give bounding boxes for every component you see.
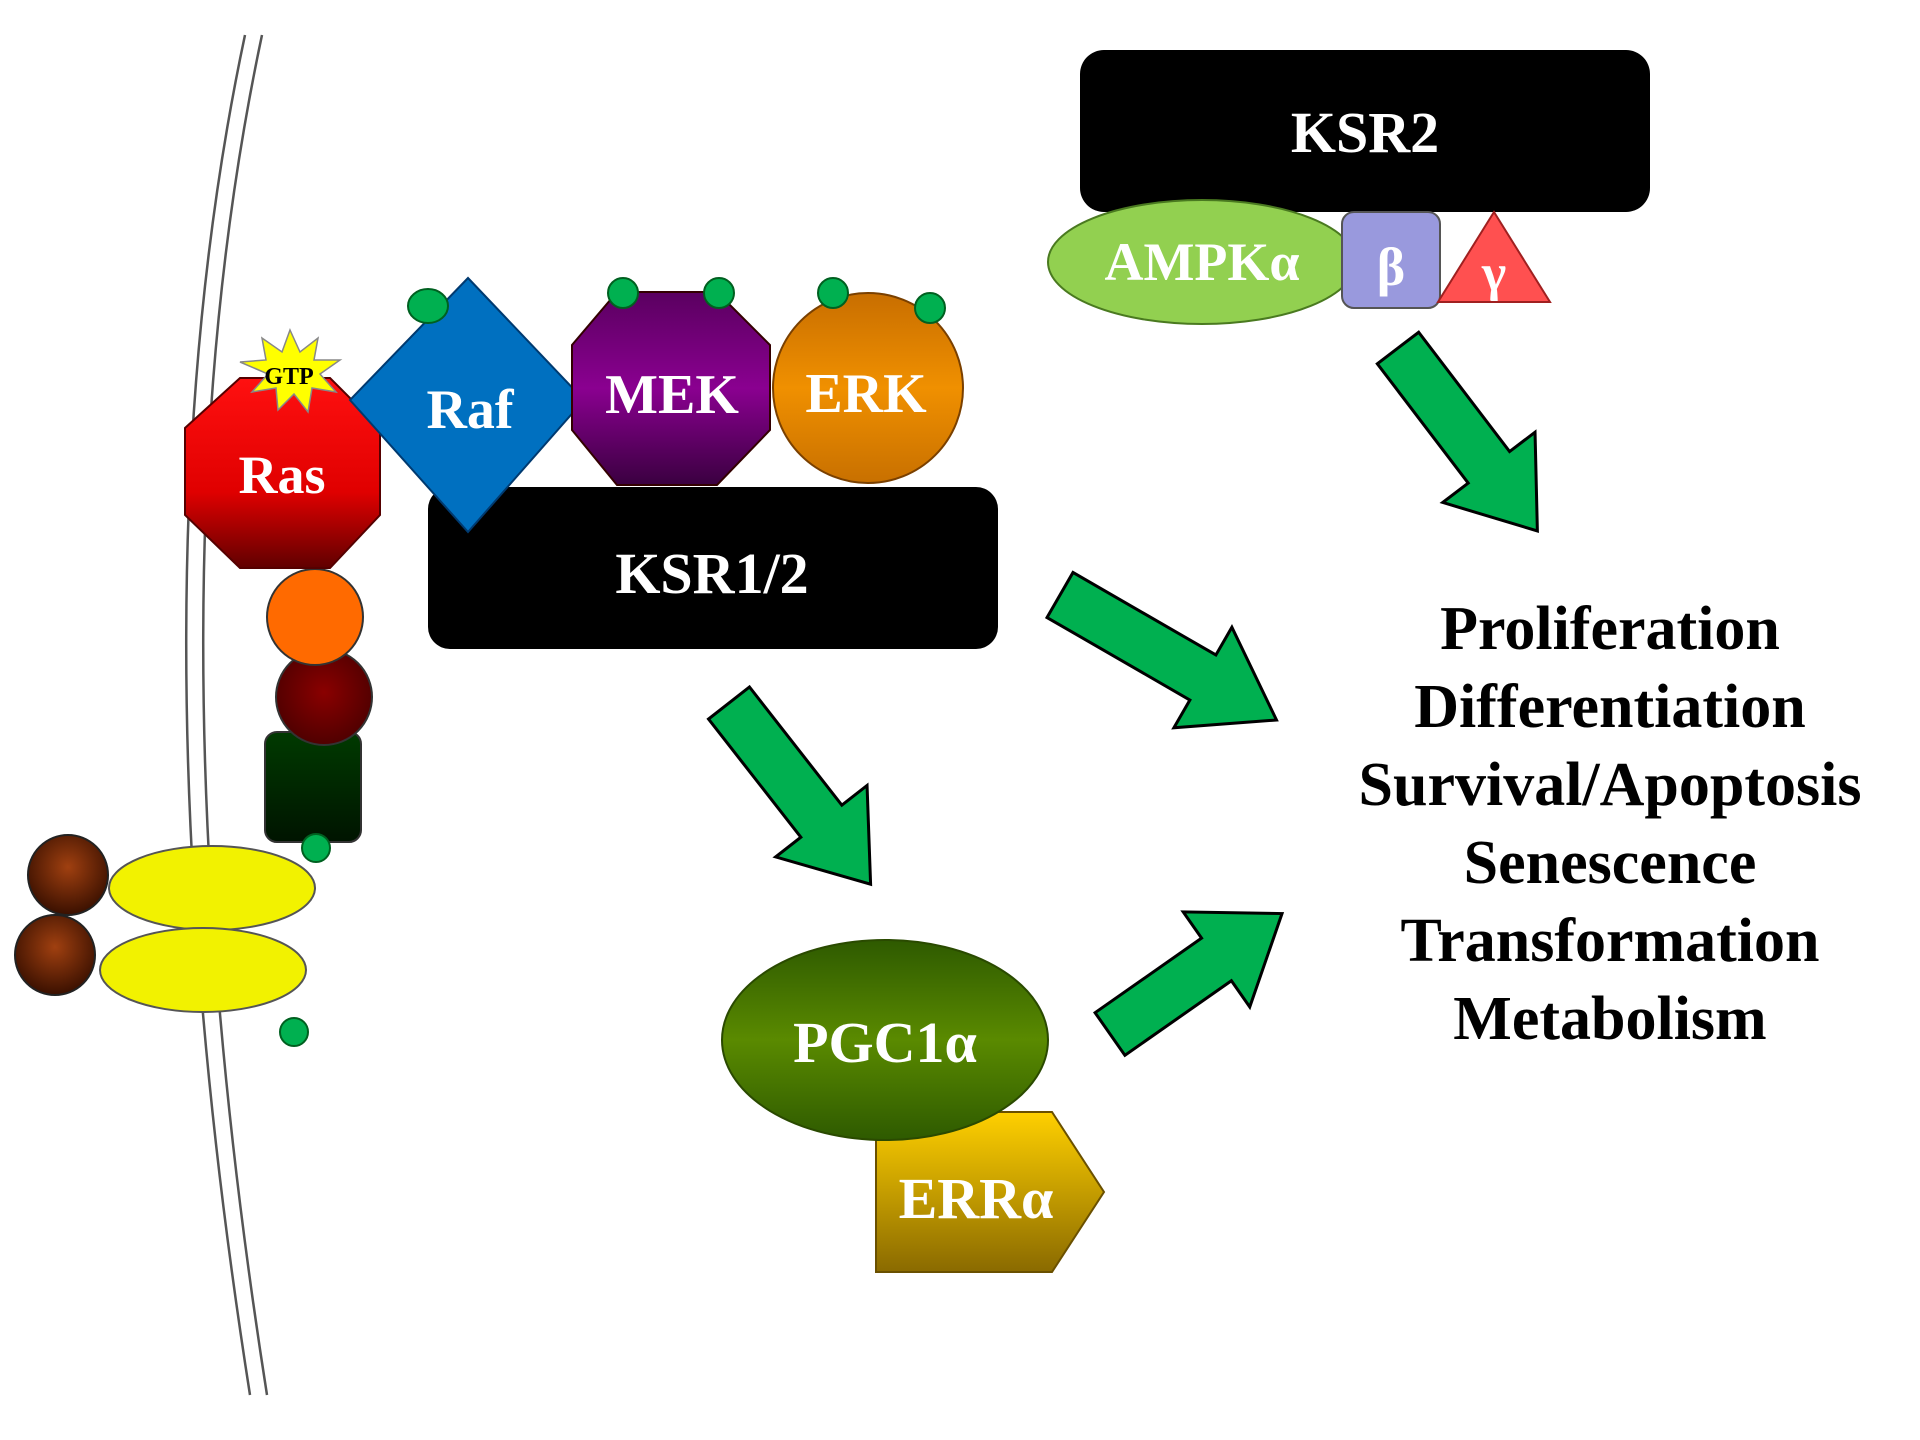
outcome-transformation: Transformation — [1400, 907, 1820, 975]
cellular-outcomes-list: Proliferation Differentiation Survival/A… — [1300, 590, 1920, 1058]
arrows — [706, 330, 1539, 1058]
ras-label: Ras — [238, 445, 325, 505]
ksr2-label: KSR2 — [1291, 100, 1439, 165]
cell-membrane-inner — [202, 34, 269, 1396]
outcome-senescence: Senescence — [1463, 829, 1757, 897]
mek-protein — [571, 291, 771, 486]
gtp-star — [239, 328, 343, 414]
ksr2-scaffold — [1080, 50, 1650, 212]
erra-label: ERRα — [899, 1166, 1054, 1231]
outcome-differentiation: Differentiation — [1414, 673, 1806, 741]
pgc1a-label: PGC1α — [793, 1010, 977, 1075]
gtp-label: GTP — [264, 364, 313, 390]
phospho-dot — [407, 288, 449, 324]
ampk-gamma-subunit — [1436, 210, 1552, 303]
phospho-dot — [703, 277, 735, 309]
phospho-dot — [279, 1017, 309, 1047]
cell-membrane-outer — [185, 34, 252, 1396]
outcome-survival-apoptosis: Survival/Apoptosis — [1358, 751, 1862, 819]
outcome-proliferation: Proliferation — [1440, 595, 1780, 663]
phospho-dot — [607, 277, 639, 309]
erk-protein — [772, 292, 964, 484]
ras-protein — [184, 377, 381, 569]
arrow-ksr12-to-outcomes — [1044, 570, 1279, 730]
outcome-metabolism: Metabolism — [1453, 985, 1767, 1053]
arrow-pgc1a-to-outcomes — [1092, 910, 1285, 1058]
phospho-dot — [817, 277, 849, 309]
ampk-beta-subunit — [1341, 211, 1441, 309]
mek-label: MEK — [605, 364, 739, 426]
raf-label: Raf — [426, 379, 514, 441]
ksr12-label: KSR1/2 — [615, 541, 808, 606]
membrane-receptor-complex — [14, 568, 373, 1047]
ksr12-scaffold — [428, 487, 998, 649]
arrow-ksr12-to-pgc1a — [706, 684, 873, 887]
ampk-beta-label: β — [1377, 237, 1405, 297]
arrow-ksr2-to-outcomes — [1375, 330, 1539, 533]
phospho-dot — [301, 833, 331, 863]
erk-label: ERK — [805, 363, 927, 425]
raf-protein — [348, 276, 586, 534]
pgc1a-protein — [721, 939, 1049, 1141]
ampk-gamma-label: γ — [1481, 245, 1506, 302]
ampk-alpha-label: AMPKα — [1104, 232, 1299, 292]
erra-protein — [875, 1111, 1106, 1273]
phospho-dot — [914, 292, 946, 324]
